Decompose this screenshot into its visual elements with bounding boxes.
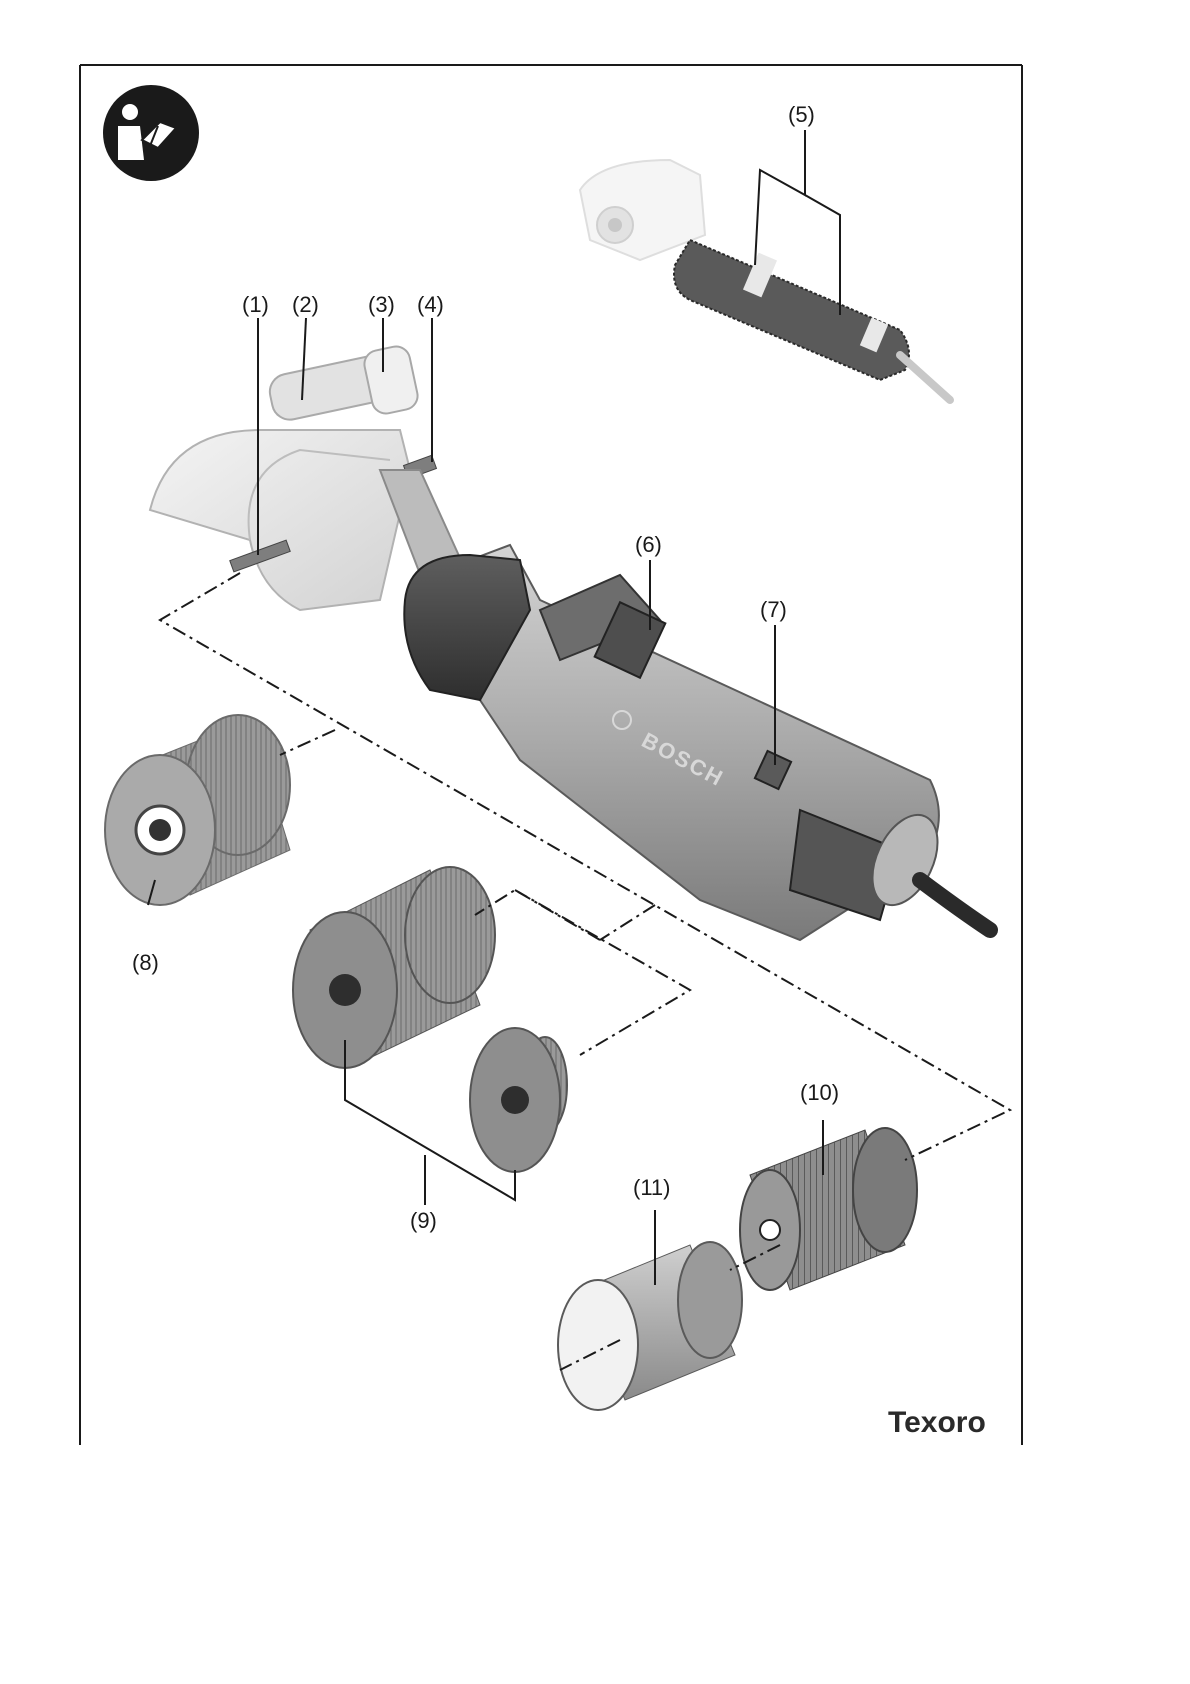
callout-10: (10) (800, 1080, 839, 1105)
callout-2: (2) (292, 292, 319, 317)
tool-body: BOSCH (404, 545, 990, 940)
fluted-roller-10 (740, 1128, 917, 1290)
inset-handle-assembly (580, 160, 950, 400)
inset-guard (580, 160, 705, 260)
callout-4: (4) (417, 292, 444, 317)
bristle-roller-small-9 (470, 1028, 567, 1172)
callout-5: (5) (788, 102, 815, 127)
callout-9: (9) (410, 1208, 437, 1233)
sanding-sleeve-11 (558, 1242, 742, 1410)
bristle-roller-large-9 (293, 867, 495, 1068)
model-name: Texoro (888, 1406, 986, 1439)
brush-roller-8 (105, 715, 290, 905)
callout-8: (8) (132, 950, 159, 975)
extraction-tube (267, 344, 421, 423)
dust-guard (150, 430, 410, 610)
callout-3: (3) (368, 292, 395, 317)
callout-1: (1) (242, 292, 269, 317)
callout-6: (6) (635, 532, 662, 557)
callout-7: (7) (760, 597, 787, 622)
inset-grip (674, 240, 950, 400)
callout-11: (11) (633, 1175, 671, 1200)
read-manual-icon (103, 85, 199, 181)
